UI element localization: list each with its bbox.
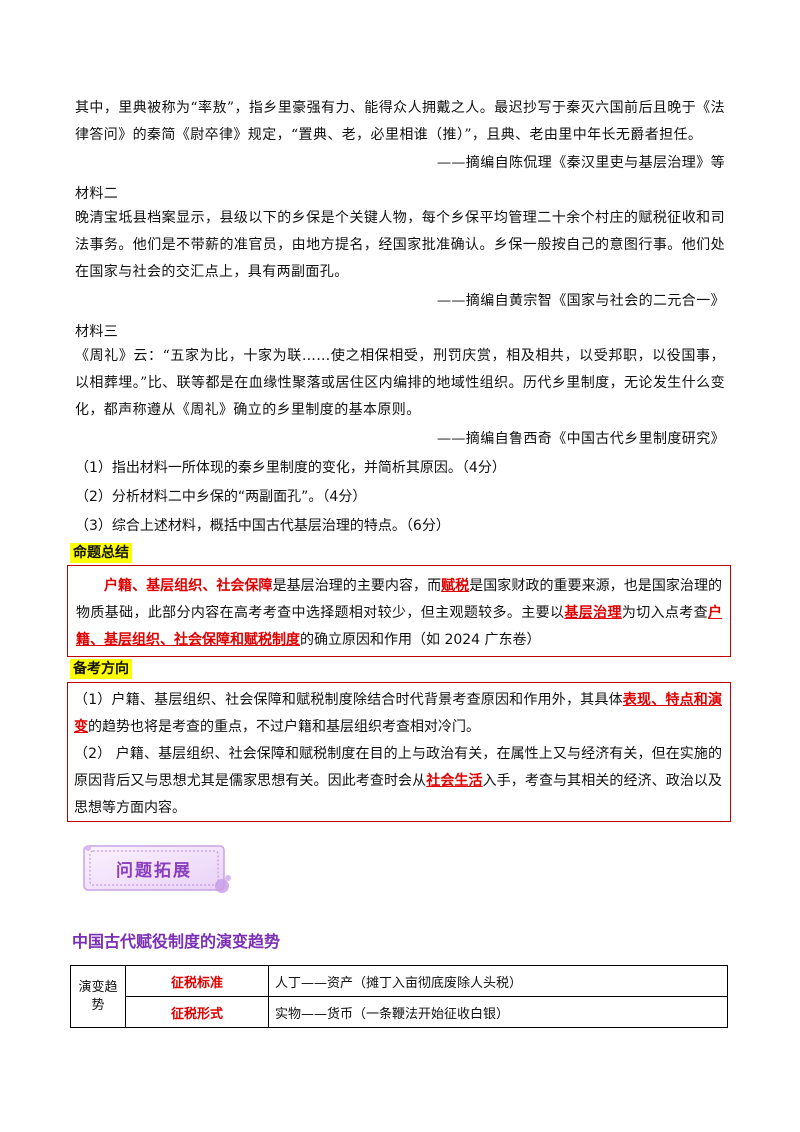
material1-source: ——摘编自陈侃理《秦汉里吏与基层治理》等: [437, 155, 725, 171]
question-1: （1）指出材料一所体现的秦乡里制度的变化，并简析其原因。（4分）: [75, 460, 506, 476]
table-row: 征税形式 实物——货币（一条鞭法开始征收白银）: [71, 996, 728, 1028]
question-3: （3）综合上述材料，概括中国古代基层治理的特点。（6分）: [75, 518, 450, 534]
material2-label: 材料二: [75, 186, 119, 202]
prep-red-2: 社会生活: [426, 773, 483, 789]
summary-heading: 命题总结: [70, 543, 132, 563]
table-cell-value: 实物——货币（一条鞭法开始征收白银）: [268, 996, 728, 1028]
table-row-header: 演变趋势: [70, 965, 126, 1028]
material3-text: 《周礼》云：“五家为比，十家为联……使之相保相受，刑罚庆赏，相及相共，以受邦职，…: [75, 348, 725, 418]
summary-text-c: 为切入点考查: [621, 605, 709, 621]
prep-heading: 备考方向: [70, 659, 132, 679]
material2-text: 晚清宝坻县档案显示，县级以下的乡保是个关键人物，每个乡保平均管理二十余个村庄的赋…: [75, 210, 725, 280]
summary-red-1: 户籍、基层组织、社会保障: [104, 578, 273, 594]
table-cell-label: 征税标准: [125, 965, 269, 997]
prep-text-1b: 的趋势也将是考查的重点，不过户籍和基层组织考查相对冷门。: [88, 719, 480, 735]
prep-text-2a: （2） 户籍、基层组织、社会保障和赋税制度在目的上与政治有关，在属性上又与经济有…: [74, 746, 722, 789]
summary-text-a: 是基层治理的主要内容，而: [272, 578, 442, 594]
summary-red-2: 赋税: [441, 578, 470, 594]
material3-source: ——摘编自鲁西奇《中国古代乡里制度研究》: [437, 431, 725, 447]
prep-box: （1）户籍、基层组织、社会保障和赋税制度除结合时代背景考查原因和作用外，其具体表…: [67, 682, 731, 822]
banner-frame-icon: [83, 845, 231, 893]
summary-text-b: 是国家财政的重要来源，也是国家治理的物质基础，此部分内容在高考考查中选择题相对较…: [76, 578, 723, 621]
section-banner: 问题拓展: [82, 842, 231, 894]
summary-box: 户籍、基层组织、社会保障是基层治理的主要内容，而赋税是国家财政的重要来源，也是国…: [67, 565, 731, 657]
summary-text-d: 的确立原因和作用（如 2024 广东卷）: [300, 632, 541, 648]
banner-title: 问题拓展: [116, 861, 192, 881]
section-subtitle: 中国古代赋役制度的演变趋势: [72, 932, 281, 951]
table-row: 演变趋势 征税标准 人丁——资产（摊丁入亩彻底废除人头税）: [70, 965, 728, 1028]
summary-red-4: 户籍、基层组织、社会保障和赋税制度: [76, 605, 723, 648]
question-2: （2）分析材料二中乡保的“两副面孔”。（4分）: [75, 489, 367, 505]
prep-text-2b: 入手，考查与其相关的经济、政治以及思想等方面内容。: [74, 773, 723, 816]
material1-text: 其中，里典被称为“率敖”，指乡里豪强有力、能得众人拥戴之人。最迟抄写于秦灭六国前…: [75, 100, 725, 143]
summary-red-3: 基层治理: [564, 605, 622, 621]
tax-evolution-table: 演变趋势 征税标准 人丁——资产（摊丁入亩彻底废除人头税） 征税形式 实物——货…: [70, 965, 728, 1028]
prep-text-1a: （1）户籍、基层组织、社会保障和赋税制度除结合时代背景考查原因和作用外，其具体: [74, 692, 623, 708]
table-cell-label: 征税形式: [125, 996, 269, 1028]
material2-source: ——摘编自黄宗智《国家与社会的二元合一》: [437, 293, 725, 309]
prep-red-1: 表现、特点和演变: [74, 692, 723, 735]
table-cell-value: 人丁——资产（摊丁入亩彻底废除人头税）: [268, 965, 728, 997]
material3-label: 材料三: [75, 324, 119, 340]
